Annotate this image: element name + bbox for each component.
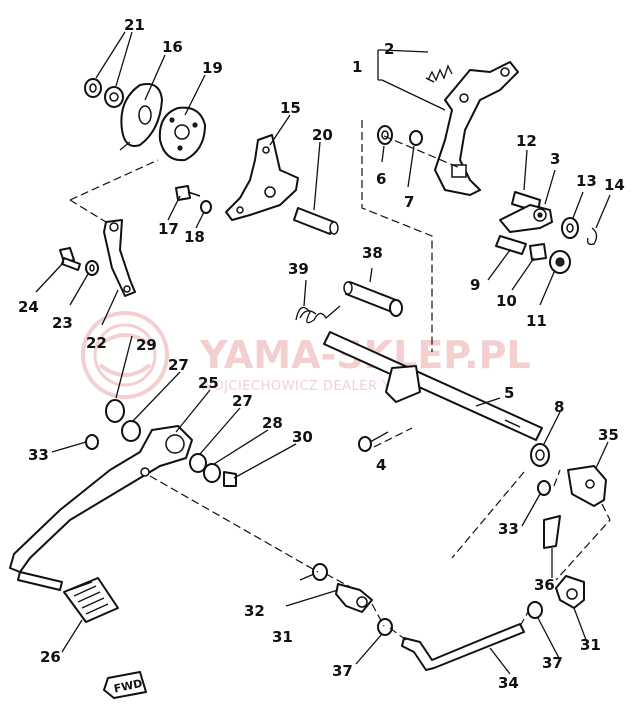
- label-33b: 33: [498, 520, 519, 538]
- label-11: 11: [526, 312, 547, 330]
- label-22: 22: [86, 334, 107, 352]
- label-25: 25: [198, 374, 219, 392]
- label-18: 18: [184, 228, 205, 246]
- label-15: 15: [280, 99, 301, 117]
- label-17: 17: [158, 220, 179, 238]
- label-1: 1: [352, 58, 362, 76]
- label-16: 16: [162, 38, 183, 56]
- part-18-washer: [200, 200, 212, 214]
- part-9-bolt: [495, 235, 527, 255]
- label-23: 23: [52, 314, 73, 332]
- label-5: 5: [504, 384, 514, 402]
- label-37a: 37: [332, 662, 353, 680]
- part-25-pedal: [9, 425, 193, 573]
- part-2-spring: [425, 64, 453, 83]
- label-34: 34: [498, 674, 519, 692]
- part-7-washer: [409, 130, 423, 146]
- part-5-shift-shaft: [323, 331, 543, 441]
- label-4: 4: [376, 456, 386, 474]
- label-30: 30: [292, 428, 313, 446]
- label-19: 19: [202, 59, 223, 77]
- label-2: 2: [384, 40, 394, 58]
- part-4-washer: [358, 436, 372, 452]
- label-6: 6: [376, 170, 386, 188]
- label-39: 39: [288, 260, 309, 278]
- label-35: 35: [598, 426, 619, 444]
- part-38-pin: [343, 281, 403, 317]
- fwd-label: FWD: [113, 677, 144, 696]
- part-35-lever-arm: [567, 465, 607, 507]
- label-20: 20: [312, 126, 333, 144]
- part-33a-nut: [85, 434, 99, 450]
- label-36: 36: [534, 576, 555, 594]
- part-39-spring: [295, 305, 341, 324]
- label-10: 10: [496, 292, 517, 310]
- part-27a-ring: [121, 420, 141, 442]
- part-number-labels: 21 16 19 15 20 17 18 24 23 22 2 1 38 39 …: [18, 16, 625, 692]
- watermark: YAMA-SKLEP.PL WOJCIECHOWICZ DEALER YAMAH…: [81, 311, 531, 399]
- label-31b: 31: [580, 636, 601, 654]
- part-29-oring: [105, 399, 125, 423]
- part-13-washer: [561, 217, 579, 239]
- label-3: 3: [550, 150, 560, 168]
- part-27b-ring: [189, 453, 207, 473]
- part-26-foot-peg: [17, 571, 119, 623]
- part-16-plate: [119, 83, 163, 151]
- part-10-nut: [529, 243, 547, 261]
- label-26: 26: [40, 648, 61, 666]
- assembly-dashed-lines: [69, 120, 611, 641]
- label-8: 8: [554, 398, 564, 416]
- label-12: 12: [516, 132, 537, 150]
- part-32-washer: [312, 563, 328, 581]
- part-36-bolt: [543, 515, 561, 549]
- part-28-washer: [203, 463, 221, 483]
- label-21: 21: [124, 16, 145, 34]
- label-24: 24: [18, 298, 39, 316]
- label-38: 38: [362, 244, 383, 262]
- part-37a-nut: [377, 618, 393, 636]
- part-11-washer: [549, 250, 571, 274]
- label-32: 32: [244, 602, 265, 620]
- part-6-bush: [377, 125, 393, 145]
- label-13: 13: [576, 172, 597, 190]
- part-31b-joint: [555, 575, 585, 609]
- watermark-sub-text: WOJCIECHOWICZ DEALER YAMAHA: [200, 379, 440, 394]
- part-20-shaft: [293, 207, 339, 235]
- part-33b-nut: [537, 480, 551, 496]
- part-30-nut: [223, 471, 237, 487]
- part-34-rod: [401, 623, 525, 671]
- part-23-washer: [85, 260, 99, 276]
- label-29: 29: [136, 336, 157, 354]
- leader-lines: [35, 31, 611, 675]
- label-31a: 31: [272, 628, 293, 646]
- label-7: 7: [404, 193, 414, 211]
- part-3-assembly: [499, 204, 553, 233]
- part-1-shift-arm: [434, 61, 519, 196]
- part-21-nuts: [84, 78, 124, 108]
- label-37b: 37: [542, 654, 563, 672]
- part-31a-joint: [335, 583, 373, 613]
- watermark-logo: [81, 311, 169, 399]
- part-15-bracket: [225, 134, 299, 221]
- label-14: 14: [604, 176, 625, 194]
- label-27a: 27: [168, 356, 189, 374]
- fwd-arrow-icon: FWD: [103, 671, 147, 699]
- label-28: 28: [262, 414, 283, 432]
- part-24-bolt: [59, 247, 81, 271]
- part-37b-nut: [527, 601, 543, 619]
- part-8-seal: [530, 443, 550, 467]
- label-27b: 27: [232, 392, 253, 410]
- part-14-circlip: [586, 227, 598, 246]
- part-19-cam-plate: [158, 106, 206, 162]
- label-33a: 33: [28, 446, 49, 464]
- label-9: 9: [470, 276, 480, 294]
- part-22-lever: [103, 219, 136, 297]
